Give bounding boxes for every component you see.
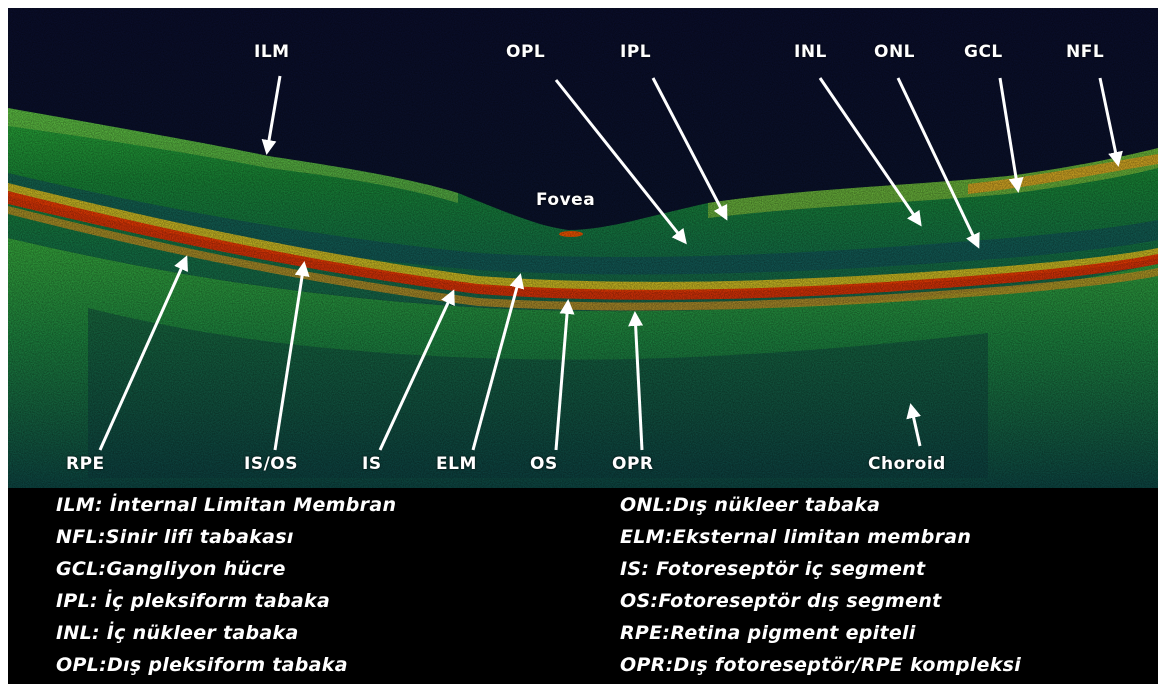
label-opr: OPR	[612, 454, 654, 474]
label-ilm: ILM	[254, 42, 290, 62]
oct-scan-image	[8, 8, 1158, 488]
speckle-noise	[8, 8, 1158, 488]
legend-right-4: RPE:Retina pigment epiteli	[620, 622, 916, 644]
legend-right-3: OS:Fotoreseptör dış segment	[620, 590, 942, 612]
legend-left-3: IPL: İç pleksiform tabaka	[56, 590, 330, 612]
label-ipl: IPL	[620, 42, 651, 62]
legend-left-4: INL: İç nükleer tabaka	[56, 622, 299, 644]
label-onl: ONL	[874, 42, 915, 62]
abbreviation-legend: ILM: İnternal Limitan Membran NFL:Sinir …	[8, 488, 1158, 684]
legend-left-5: OPL:Dış pleksiform tabaka	[56, 654, 348, 676]
legend-right-1: ELM:Eksternal limitan membran	[620, 526, 971, 548]
oct-figure: ILM OPL IPL INL ONL GCL NFL Fovea RPE IS…	[8, 8, 1158, 684]
label-gcl: GCL	[964, 42, 1003, 62]
label-is: IS	[362, 454, 382, 474]
label-isos: IS/OS	[244, 454, 298, 474]
legend-left-0: ILM: İnternal Limitan Membran	[56, 494, 396, 516]
label-rpe: RPE	[66, 454, 105, 474]
label-opl: OPL	[506, 42, 545, 62]
label-fovea: Fovea	[536, 190, 595, 210]
legend-right-5: OPR:Dış fotoreseptör/RPE kompleksi	[620, 654, 1021, 676]
legend-right-2: IS: Fotoreseptör iç segment	[620, 558, 925, 580]
label-elm: ELM	[436, 454, 477, 474]
label-os: OS	[530, 454, 558, 474]
label-inl: INL	[794, 42, 827, 62]
label-choroid: Choroid	[868, 454, 946, 474]
legend-left-1: NFL:Sinir lifi tabakası	[56, 526, 294, 548]
label-nfl: NFL	[1066, 42, 1104, 62]
legend-right-0: ONL:Dış nükleer tabaka	[620, 494, 880, 516]
legend-left-2: GCL:Gangliyon hücre	[56, 558, 286, 580]
